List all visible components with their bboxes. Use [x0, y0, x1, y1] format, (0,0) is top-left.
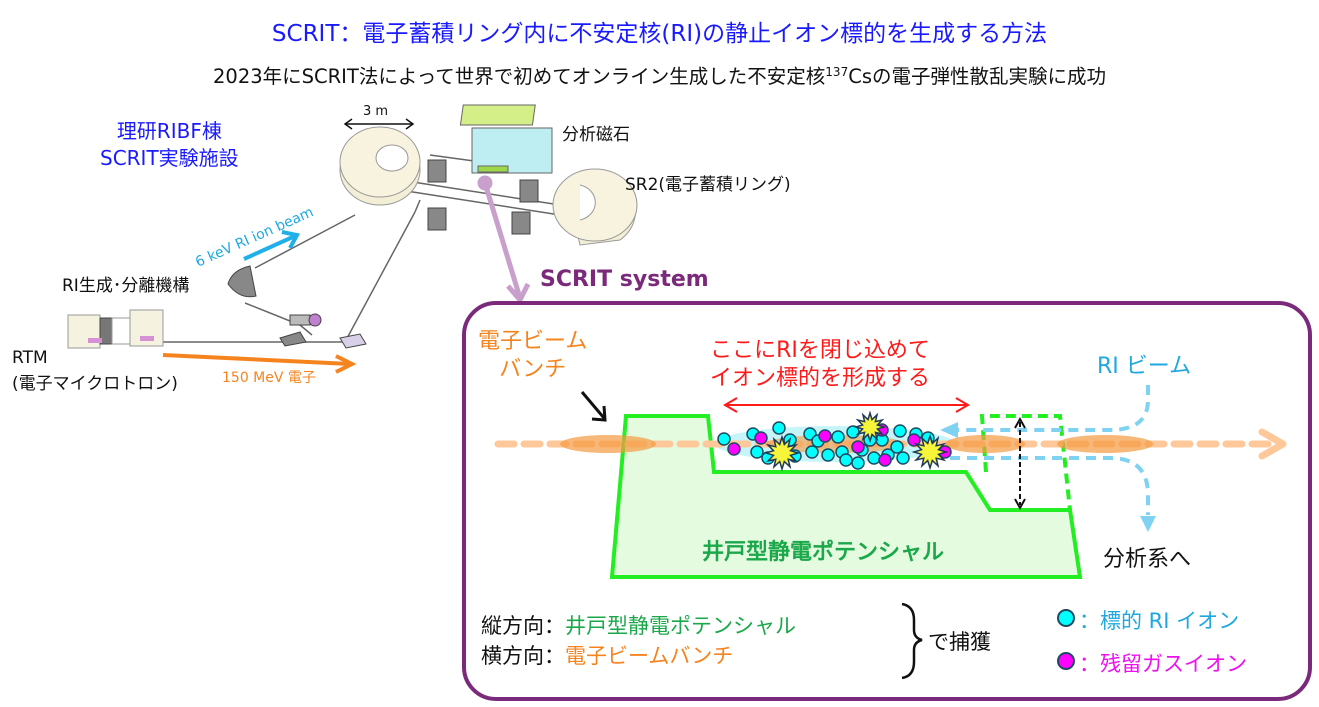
- legend-target-ion-label: ：標的 RI イオン: [1079, 609, 1240, 633]
- collision-star-icon: [763, 434, 801, 472]
- sr2-label: SR2(電子蓄積リング): [625, 175, 791, 195]
- legend-residual-gas-ion-icon: [1057, 652, 1075, 670]
- page-title: SCRIT：電子蓄積リング内に不安定核(RI)の静止イオン標的を生成する方法: [271, 21, 1048, 47]
- ri-beam-path: [950, 385, 1150, 515]
- electron-bunch-label-line2: バンチ: [499, 357, 567, 382]
- target-ri-ion: [896, 451, 910, 465]
- page-subtitle: 2023年にSCRIT法によって世界で初めてオンライン生成した不安定核137Cs…: [0, 60, 1319, 89]
- ri-production-label: RI生成･分離機構: [62, 276, 190, 296]
- bending-magnet-icon: [279, 331, 367, 349]
- target-region-arrow-icon: [723, 397, 970, 413]
- potential-well-shape: [609, 414, 1083, 579]
- residual-gas-ion: [907, 433, 921, 447]
- isotope-mass-number: 137: [825, 65, 849, 79]
- electron-bunch: [560, 435, 656, 453]
- vertical-label: 縦方向：: [481, 614, 565, 638]
- target-ri-ion: [851, 456, 865, 470]
- analysis-magnet-label: 分析磁石: [562, 125, 630, 145]
- target-ri-ion: [890, 440, 904, 454]
- subtitle-text-post: Csの電子弾性散乱実験に成功: [848, 65, 1106, 88]
- captured-label: で捕獲: [928, 630, 991, 654]
- brace-icon: [901, 602, 923, 680]
- scale-arrow-icon: [343, 118, 415, 130]
- target-ri-ion: [805, 445, 819, 459]
- electron-bunch-label-line1: 電子ビーム: [478, 329, 588, 354]
- bunch-pointer-arrow-icon: [580, 391, 607, 422]
- ri-ion-beam-arrow-icon: [243, 230, 301, 261]
- rtm-sub-label: (電子マイクロトロン): [12, 374, 178, 394]
- potential-height-arrow-icon: [1014, 416, 1026, 511]
- target-formation-line2: イオン標的を形成する: [710, 366, 931, 391]
- target-ri-ion: [893, 424, 907, 438]
- residual-gas-ion: [727, 442, 741, 456]
- ri-beam-extract-arrowhead-icon: [1140, 516, 1156, 532]
- scrit-pointer-arrow-icon: [477, 175, 531, 305]
- rtm-label: RTM: [12, 348, 48, 368]
- ions-group: [717, 410, 952, 472]
- electron-beam-arrowhead-icon: [1258, 428, 1287, 460]
- target-ri-ion: [717, 432, 731, 446]
- collision-star-icon: [911, 433, 949, 471]
- electron-bunch: [1057, 435, 1153, 453]
- target-ri-ion: [831, 430, 845, 444]
- electron-beam-label: 150 MeV 電子: [222, 370, 316, 386]
- electron-bunch: [945, 435, 1025, 453]
- potential-raised-dashed: [979, 414, 1072, 511]
- subtitle-text-pre: 2023年にSCRIT法によって世界で初めてオンライン生成した不安定核: [213, 65, 826, 88]
- target-formation-line1: ここにRIを閉じ込めて: [710, 338, 930, 363]
- facility-label: 理研RIBF棟 SCRIT実験施設: [100, 118, 239, 172]
- target-ri-ion: [772, 421, 786, 435]
- scrit-system-panel: [462, 301, 1312, 701]
- ri-beam-label: RI ビーム: [1097, 354, 1192, 379]
- scrit-system-heading: SCRIT system: [540, 267, 709, 292]
- facility-line2: SCRIT実験施設: [100, 146, 239, 170]
- rtm-microtron-icon: [67, 309, 164, 349]
- vertical-capture-row: 縦方向：井戸型静電ポテンシャル: [481, 610, 796, 640]
- facility-line1: 理研RIBF棟: [116, 119, 222, 143]
- target-formation-label: ここにRIを閉じ込めて イオン標的を形成する: [710, 337, 930, 393]
- horizontal-label: 横方向：: [481, 644, 565, 668]
- collision-star-icon: [853, 410, 887, 444]
- residual-gas-ion: [878, 453, 892, 467]
- target-ri-ion: [821, 448, 835, 462]
- residual-gas-ion: [754, 431, 768, 445]
- vertical-value: 井戸型静電ポテンシャル: [565, 614, 796, 638]
- potential-label: 井戸型静電ポテンシャル: [702, 540, 945, 565]
- quadrupole-magnets-icon: [427, 159, 539, 235]
- ring-magnet-left-icon: [339, 126, 421, 206]
- electron-beam-arrow-icon: [162, 353, 357, 374]
- analysis-magnet-icon: [459, 104, 553, 174]
- ri-separator-magnet-icon: [227, 265, 322, 327]
- legend-residual-gas-ion-label: ：残留ガスイオン: [1079, 652, 1247, 676]
- sr2-ring-icon: [552, 168, 638, 246]
- to-analysis-label: 分析系へ: [1103, 547, 1192, 572]
- ri-beam-inject-arrowhead-icon: [940, 422, 958, 438]
- scale-label: 3 m: [363, 104, 389, 119]
- target-ri-ion: [867, 451, 881, 465]
- horizontal-value: 電子ビームバンチ: [565, 644, 734, 668]
- legend-target-ion-icon: [1057, 609, 1075, 627]
- target-ri-ion: [839, 453, 853, 467]
- residual-gas-ion: [818, 429, 832, 443]
- target-ri-ion: [750, 445, 764, 459]
- electron-bunch-label: 電子ビーム バンチ: [478, 328, 587, 384]
- residual-gas-ion: [851, 440, 865, 454]
- horizontal-capture-row: 横方向：電子ビームバンチ: [481, 640, 733, 670]
